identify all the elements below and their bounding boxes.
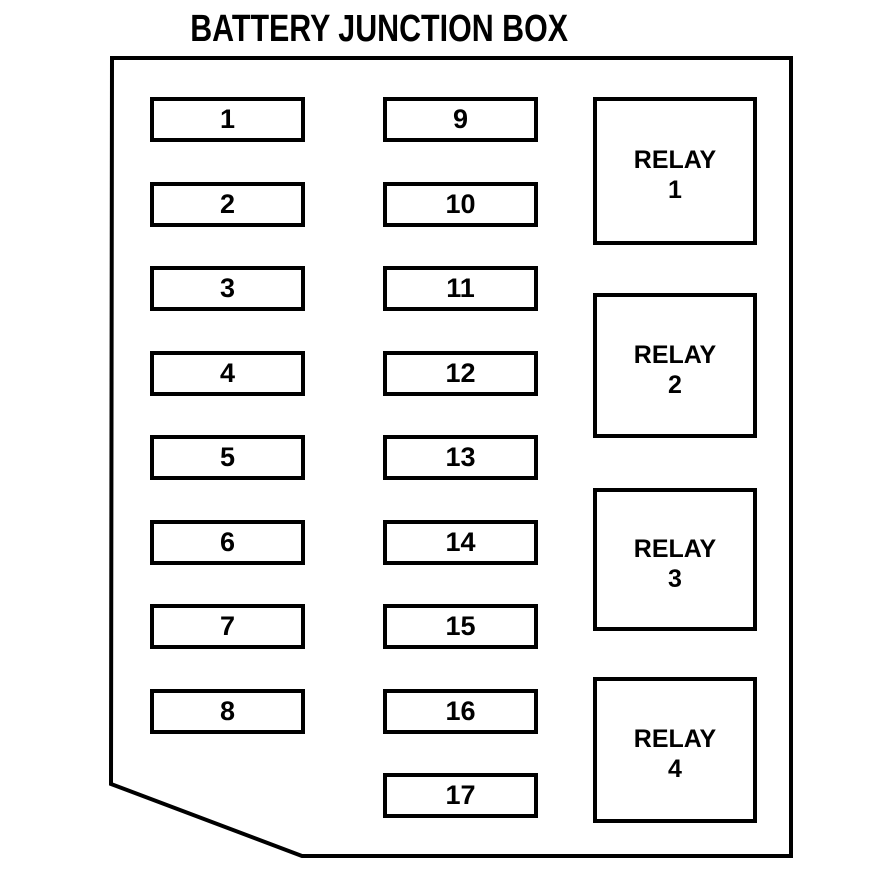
fuse-3: 3: [150, 266, 305, 311]
relay-3: RELAY 3: [593, 488, 757, 631]
relay-2-number: 2: [668, 370, 682, 399]
fuse-16: 16: [383, 688, 538, 734]
fuse-7: 7: [150, 604, 305, 649]
fuse-12: 12: [383, 350, 538, 396]
fuse-column-middle: 9 10 11 12 13 14 15 16 17: [383, 97, 538, 818]
relay-1: RELAY 1: [593, 97, 757, 245]
fuse-11: 11: [383, 266, 538, 311]
fuse-2: 2: [150, 181, 305, 227]
fuse-5: 5: [150, 435, 305, 480]
relay-2: RELAY 2: [593, 293, 757, 438]
relay-3-number: 3: [668, 564, 682, 593]
fuse-6: 6: [150, 519, 305, 565]
relay-1-label: RELAY: [633, 146, 717, 174]
relay-4-number: 4: [668, 755, 682, 783]
relay-2-label: RELAY: [633, 340, 717, 369]
relay-1-number: 1: [668, 176, 682, 204]
fuse-1: 1: [150, 97, 305, 142]
fuse-8: 8: [150, 688, 305, 734]
fuse-10: 10: [383, 181, 538, 227]
fuse-column-left: 1 2 3 4 5 6 7 8: [150, 97, 305, 734]
relay-4-label: RELAY: [633, 725, 717, 753]
fuse-4: 4: [150, 350, 305, 396]
fuse-13: 13: [383, 435, 538, 480]
fuse-14: 14: [383, 519, 538, 565]
relay-3-label: RELAY: [633, 534, 717, 563]
fuse-15: 15: [383, 604, 538, 649]
fuse-9: 9: [383, 97, 538, 142]
fuse-17: 17: [383, 773, 538, 818]
relay-4: RELAY 4: [593, 677, 757, 823]
